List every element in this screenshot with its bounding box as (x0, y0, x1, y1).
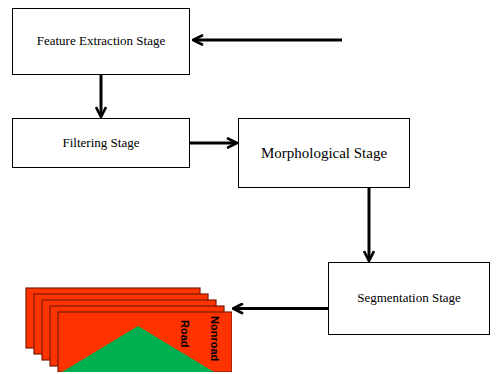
road-region (62, 326, 214, 372)
flow-arrow (368, 188, 371, 260)
process-box: Morphological Stage (238, 118, 410, 188)
class-label: Road (179, 320, 190, 348)
output-images: Road Nonroad (18, 282, 232, 372)
class-label: Nonroad (209, 316, 220, 361)
flow-arrow (234, 307, 328, 310)
image-card (58, 312, 232, 372)
stage-label: Segmentation Stage (357, 290, 461, 306)
flow-arrow (190, 142, 236, 145)
flow-arrow (100, 75, 103, 116)
process-box: Filtering Stage (12, 118, 190, 168)
process-box: Feature Extraction Stage (12, 8, 190, 75)
input-arrow (194, 39, 342, 42)
process-box: Segmentation Stage (328, 262, 490, 335)
stage-label: Filtering Stage (63, 135, 140, 151)
image-stack (18, 282, 232, 372)
stage-label: Feature Extraction Stage (37, 33, 166, 49)
stage-label: Morphological Stage (261, 144, 387, 163)
